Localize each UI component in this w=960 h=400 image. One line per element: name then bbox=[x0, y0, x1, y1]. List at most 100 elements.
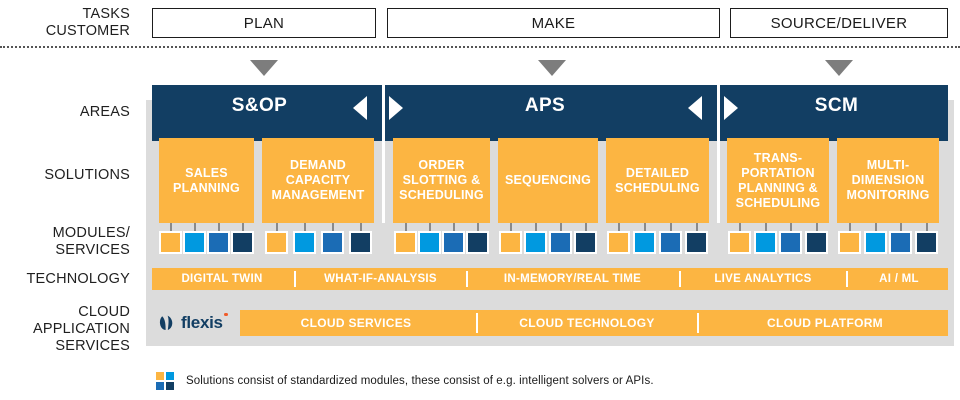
modules-legend-icon bbox=[156, 372, 174, 390]
down-arrow-icon-make bbox=[538, 60, 566, 76]
module-stem bbox=[194, 223, 196, 232]
row-label-tasks-line1: TASKS bbox=[82, 6, 130, 22]
module-stem bbox=[276, 223, 278, 232]
technology-divider-3 bbox=[679, 271, 681, 287]
flexis-logo-dot-icon bbox=[224, 313, 228, 317]
module-square[interactable] bbox=[466, 231, 489, 254]
technology-ai-ml[interactable]: AI / ML bbox=[879, 273, 919, 285]
module-stem bbox=[405, 223, 407, 232]
module-square[interactable] bbox=[889, 231, 912, 254]
cloud-divider-2 bbox=[697, 313, 699, 333]
solution-detailed-scheduling[interactable]: DETAILED SCHEDULING bbox=[606, 138, 709, 223]
technology-bar bbox=[152, 268, 948, 290]
area-divider-right bbox=[717, 85, 720, 223]
down-arrow-icon-plan bbox=[250, 60, 278, 76]
module-square[interactable] bbox=[915, 231, 938, 254]
module-stem bbox=[510, 223, 512, 232]
module-square[interactable] bbox=[754, 231, 777, 254]
row-label-solutions: SOLUTIONS bbox=[44, 167, 130, 183]
technology-live-analytics[interactable]: LIVE ANALYTICS bbox=[714, 273, 812, 285]
down-arrow-icon-source-deliver bbox=[825, 60, 853, 76]
flexis-logo: flexis bbox=[158, 312, 236, 334]
section-divider-dashed bbox=[0, 46, 960, 48]
module-stem bbox=[535, 223, 537, 232]
solution-order-slotting-scheduling[interactable]: ORDER SLOTTING & SCHEDULING bbox=[393, 138, 490, 223]
area-scm[interactable]: SCM bbox=[814, 95, 859, 116]
row-label-areas: AREAS bbox=[79, 104, 130, 120]
solution-sales-planning[interactable]: SALES PLANNING bbox=[159, 138, 254, 223]
module-square[interactable] bbox=[183, 231, 206, 254]
module-square[interactable] bbox=[838, 231, 861, 254]
module-stem bbox=[790, 223, 792, 232]
module-stem bbox=[875, 223, 877, 232]
module-square[interactable] bbox=[499, 231, 522, 254]
module-square[interactable] bbox=[293, 231, 316, 254]
module-square[interactable] bbox=[805, 231, 828, 254]
module-stem bbox=[765, 223, 767, 232]
flexis-logo-text: flexis bbox=[181, 313, 223, 332]
row-label-cloud-line2: APPLICATION bbox=[32, 321, 130, 337]
legend-swatch bbox=[166, 382, 174, 390]
technology-digital-twin[interactable]: DIGITAL TWIN bbox=[181, 273, 263, 285]
area-aps[interactable]: APS bbox=[524, 95, 566, 116]
module-stem bbox=[618, 223, 620, 232]
droplet-leaf-icon bbox=[159, 315, 173, 330]
module-square[interactable] bbox=[442, 231, 465, 254]
customer-task-make[interactable]: MAKE bbox=[387, 8, 720, 38]
module-square[interactable] bbox=[728, 231, 751, 254]
customer-task-source-deliver[interactable]: SOURCE/DELIVER bbox=[730, 8, 948, 38]
solution-demand-capacity-management[interactable]: DEMAND CAPACITY MANAGEMENT bbox=[262, 138, 374, 223]
module-square[interactable] bbox=[549, 231, 572, 254]
technology-divider-2 bbox=[466, 271, 468, 287]
module-square[interactable] bbox=[607, 231, 630, 254]
module-stem bbox=[304, 223, 306, 232]
module-square[interactable] bbox=[864, 231, 887, 254]
technology-what-if-analysis[interactable]: WHAT-IF-ANALYSIS bbox=[324, 273, 437, 285]
module-square[interactable] bbox=[574, 231, 597, 254]
areas-band bbox=[152, 85, 948, 141]
solution-multi-dimension-monitoring[interactable]: MULTI- DIMENSION MONITORING bbox=[837, 138, 939, 223]
solution-sequencing[interactable]: SEQUENCING bbox=[498, 138, 598, 223]
solution-transportation-planning-scheduling[interactable]: TRANS- PORTATION PLANNING & SCHEDULING bbox=[727, 138, 829, 223]
row-label-modules-line1: MODULES/ bbox=[52, 225, 130, 241]
module-square[interactable] bbox=[349, 231, 372, 254]
module-square[interactable] bbox=[418, 231, 441, 254]
technology-in-memory-real-time[interactable]: IN-MEMORY/REAL TIME bbox=[503, 273, 642, 285]
module-square[interactable] bbox=[659, 231, 682, 254]
module-stem bbox=[242, 223, 244, 232]
module-square[interactable] bbox=[265, 231, 288, 254]
module-square[interactable] bbox=[633, 231, 656, 254]
arrow-right-icon-2 bbox=[724, 96, 738, 120]
module-stem bbox=[926, 223, 928, 232]
module-stem bbox=[332, 223, 334, 232]
module-square[interactable] bbox=[685, 231, 708, 254]
technology-divider-4 bbox=[846, 271, 848, 287]
module-square[interactable] bbox=[524, 231, 547, 254]
module-square[interactable] bbox=[159, 231, 182, 254]
module-stem bbox=[477, 223, 479, 232]
row-label-modules-services: MODULES/ SERVICES bbox=[10, 225, 130, 259]
module-square[interactable] bbox=[394, 231, 417, 254]
row-label-technology: TECHNOLOGY bbox=[26, 271, 130, 287]
cloud-services-bar bbox=[240, 310, 948, 336]
cloud-platform[interactable]: CLOUD PLATFORM bbox=[767, 316, 883, 330]
customer-task-plan[interactable]: PLAN bbox=[152, 8, 376, 38]
module-stem bbox=[900, 223, 902, 232]
module-stem bbox=[453, 223, 455, 232]
arrow-left-icon-1 bbox=[353, 96, 367, 120]
area-sop[interactable]: S&OP bbox=[231, 95, 288, 116]
module-square[interactable] bbox=[231, 231, 254, 254]
module-square[interactable] bbox=[779, 231, 802, 254]
module-square[interactable] bbox=[207, 231, 230, 254]
row-label-modules-line2: SERVICES bbox=[55, 242, 130, 258]
module-stem bbox=[739, 223, 741, 232]
cloud-technology[interactable]: CLOUD TECHNOLOGY bbox=[519, 316, 655, 330]
cloud-divider-1 bbox=[476, 313, 478, 333]
row-label-cloud-application-services: CLOUD APPLICATION SERVICES bbox=[10, 304, 130, 355]
arrow-right-icon-1 bbox=[389, 96, 403, 120]
legend-swatch bbox=[156, 382, 164, 390]
module-square[interactable] bbox=[321, 231, 344, 254]
module-stem bbox=[170, 223, 172, 232]
cloud-services[interactable]: CLOUD SERVICES bbox=[300, 316, 412, 330]
